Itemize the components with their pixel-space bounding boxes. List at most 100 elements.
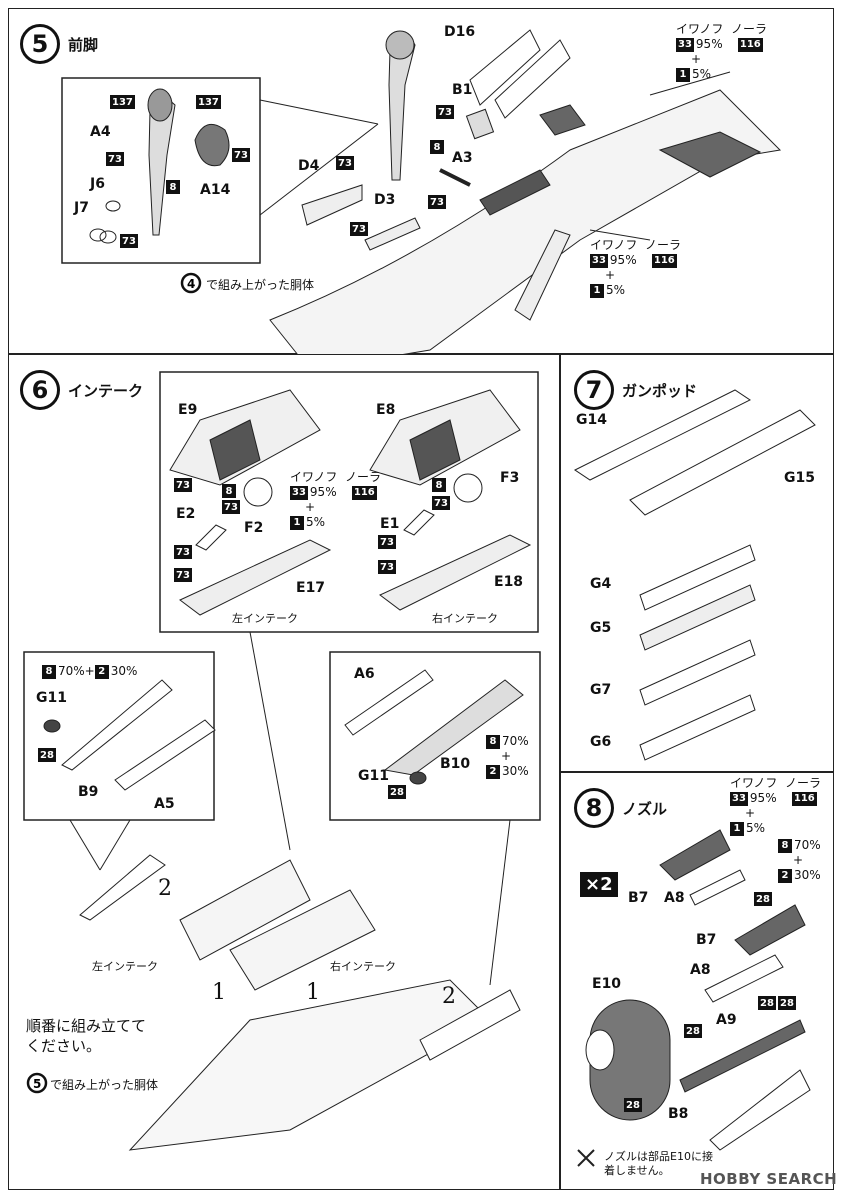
color-code-73: 73 [350,222,368,236]
assembly-order-note: 順番に組み立ててください。 [26,1017,147,1055]
step7-title: ガンポッド [622,381,698,400]
step5-number: 5 [20,24,60,64]
color-code-73: 73 [106,152,124,166]
part-a4: A4 [90,124,111,140]
part-g11-right: G11 [358,768,389,784]
fuselage-note-step5: で組み上がった胴体 [206,278,315,292]
step5-header: 5 前脚 [20,24,98,64]
left-intake-label: 左インテーク [232,612,298,625]
part-e1: E1 [380,516,400,532]
part-f2: F2 [244,520,264,536]
step8-number: 8 [574,788,614,828]
left-intake-label-lower: 左インテーク [92,960,158,973]
nozzle-note: ノズルは部品E10に接着しません。 [604,1150,713,1177]
part-d3: D3 [374,192,396,208]
color-code-28: 28 [684,1024,702,1038]
part-e9: E9 [178,402,198,418]
color-code-73: 73 [436,105,454,119]
part-b7-lower: B7 [696,932,717,948]
step6-number: 6 [20,370,60,410]
part-e8: E8 [376,402,396,418]
part-g5: G5 [590,620,612,636]
hobby-search-watermark: HOBBY SEARCH [700,1170,838,1188]
step7-number: 7 [574,370,614,410]
part-b8: B8 [668,1106,689,1122]
part-g6: G6 [590,734,612,750]
color-code-8: 8 [430,140,444,154]
part-a8-upper: A8 [664,890,685,906]
color-code-8: 8 [166,180,180,194]
part-b10: B10 [440,756,471,772]
part-g14: G14 [576,412,607,428]
multiplier-badge: ×2 [580,872,618,897]
order-number-2-left: 2 [158,876,172,901]
color-code-137: 137 [196,95,221,109]
part-e17: E17 [296,580,326,596]
color-code-73: 73 [120,234,138,248]
color-code-137: 137 [110,95,135,109]
part-a6: A6 [354,666,375,682]
part-g15: G15 [784,470,815,486]
part-g7: G7 [590,682,612,698]
color-code-73: 73 [378,560,396,574]
part-a5: A5 [154,796,175,812]
order-number-1-right: 1 [306,980,320,1005]
part-a14: A14 [200,182,231,198]
part-e10: E10 [592,976,622,992]
fuselage-note-step6: で組み上がった胴体 [50,1078,159,1092]
color-code-73: 73 [222,500,240,514]
part-b9: B9 [78,784,99,800]
part-g4: G4 [590,576,612,592]
part-a3: A3 [452,150,473,166]
part-a8-lower: A8 [690,962,711,978]
color-code-73: 73 [232,148,250,162]
part-e2: E2 [176,506,196,522]
color-code-8: 8 [222,484,236,498]
part-j6: J6 [90,176,105,192]
part-e18: E18 [494,574,524,590]
color-code-28: 28 [388,785,406,799]
step6-title: インテーク [68,381,144,400]
part-j7: J7 [74,200,89,216]
step7-header: 7 ガンポッド [574,370,697,410]
color-code-28: 28 [38,748,56,762]
svg-text:5: 5 [33,1077,41,1091]
color-code-8: 8 [432,478,446,492]
step5-title: 前脚 [68,35,99,54]
color-code-73: 73 [174,478,192,492]
part-g11-left: G11 [36,690,67,706]
color-code-73: 73 [174,545,192,559]
order-number-1-left: 1 [212,980,226,1005]
color-code-73: 73 [336,156,354,170]
step6-header: 6 インテーク [20,370,143,410]
order-number-2-right: 2 [442,984,456,1009]
part-a9: A9 [716,1012,737,1028]
svg-text:4: 4 [187,277,195,291]
part-d4: D4 [298,158,320,174]
color-code-73: 73 [378,535,396,549]
part-d16: D16 [444,24,476,40]
step8-header: 8 ノズル [574,788,667,828]
right-intake-label: 右インテーク [432,612,498,625]
part-b7-upper: B7 [628,890,649,906]
color-code-28: 28 [754,892,772,906]
step8-title: ノズル [622,799,668,818]
color-code-73: 73 [428,195,446,209]
part-f3: F3 [500,470,520,486]
color-code-73: 73 [174,568,192,582]
right-intake-label-lower: 右インテーク [330,960,396,973]
part-b1: B1 [452,82,473,98]
color-code-28: 28 [758,996,776,1010]
color-code-28: 28 [624,1098,642,1112]
